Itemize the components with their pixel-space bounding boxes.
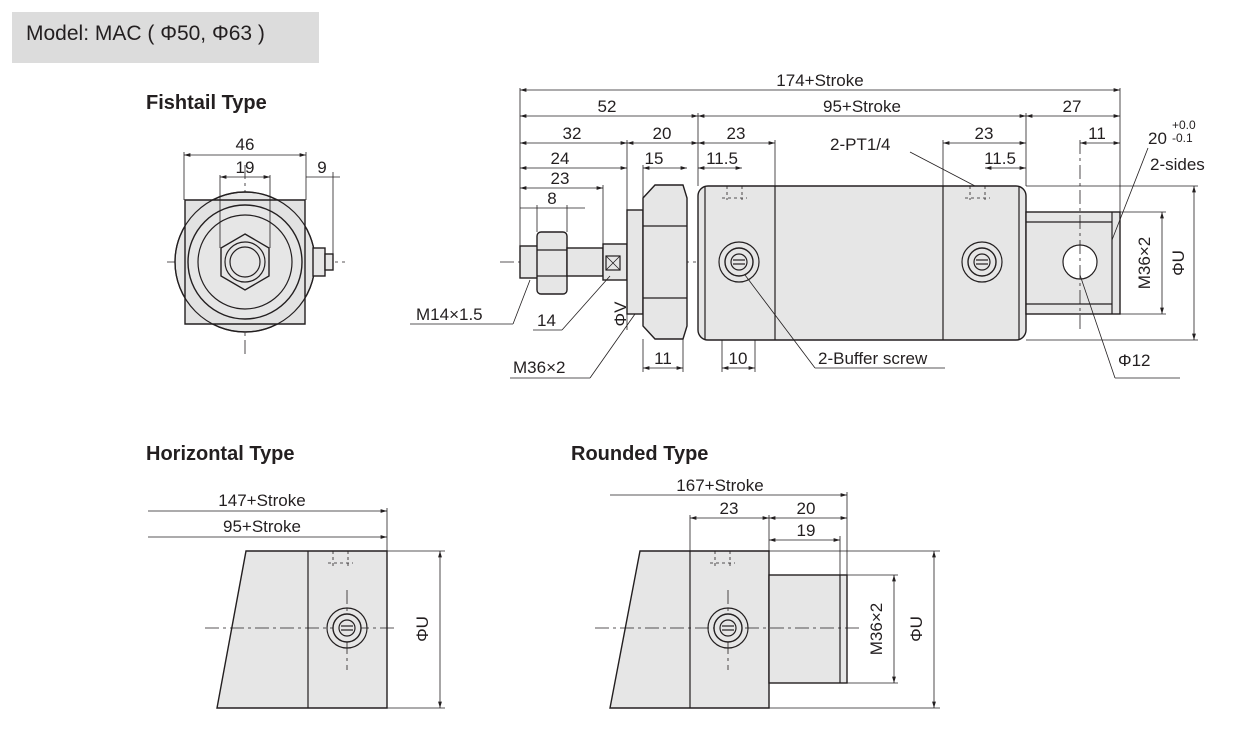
rounded-phi-u: ΦU bbox=[907, 616, 926, 642]
horizontal-dim-body: 95+Stroke bbox=[223, 517, 301, 536]
dim-24: 24 bbox=[551, 149, 570, 168]
rod-thread-label: M14×1.5 bbox=[416, 305, 483, 324]
dim-11-5-left: 11.5 bbox=[706, 149, 738, 168]
side-screw bbox=[312, 247, 326, 277]
front-hex-nut bbox=[642, 184, 688, 340]
phi-v-label: ΦV bbox=[611, 301, 630, 327]
tolerance-upper: +0.0 bbox=[1172, 118, 1196, 132]
buffer-screw-label: 2-Buffer screw bbox=[818, 349, 928, 368]
horizontal-type-title: Horizontal Type bbox=[146, 443, 295, 465]
dim-11-bottom: 11 bbox=[654, 349, 672, 368]
dim-15: 15 bbox=[645, 149, 664, 168]
buffer-screw-front bbox=[718, 241, 760, 283]
dim-11-top: 11 bbox=[1088, 124, 1106, 143]
buffer-screw-rear bbox=[961, 241, 1003, 283]
tolerance-base: 20 bbox=[1148, 129, 1167, 148]
dim-23-right: 23 bbox=[975, 124, 994, 143]
dim-23-rod: 23 bbox=[551, 169, 570, 188]
horizontal-phi-u: ΦU bbox=[413, 616, 432, 642]
rounded-dim-20: 20 bbox=[797, 499, 816, 518]
dim-20: 20 bbox=[653, 124, 672, 143]
dim-body-95: 95+Stroke bbox=[823, 97, 901, 116]
dim-8: 8 bbox=[547, 189, 556, 208]
rounded-dim-23: 23 bbox=[720, 499, 739, 518]
dim-23-left: 23 bbox=[727, 124, 746, 143]
front-collar bbox=[626, 209, 644, 315]
dim-27: 27 bbox=[1063, 97, 1082, 116]
mount-thread-label: M36×2 bbox=[513, 358, 565, 377]
dim-19: 19 bbox=[236, 158, 255, 177]
dim-overall-174: 174+Stroke bbox=[776, 71, 863, 90]
dim-46: 46 bbox=[236, 135, 255, 154]
fishtail-end-view: 46 19 9 bbox=[167, 135, 345, 355]
rounded-dim-19: 19 bbox=[797, 521, 816, 540]
model-label: Model: MAC ( Φ50, Φ63 ) bbox=[12, 12, 319, 63]
rounded-thread: M36×2 bbox=[867, 603, 886, 655]
pin-hole-label: Φ12 bbox=[1118, 351, 1150, 370]
port-label: 2-PT1/4 bbox=[830, 135, 890, 154]
hex-nut bbox=[220, 233, 270, 291]
dim-9: 9 bbox=[317, 158, 326, 177]
dim-14: 14 bbox=[537, 311, 556, 330]
dim-32: 32 bbox=[563, 124, 582, 143]
rounded-boss bbox=[768, 574, 848, 684]
rounded-type-title: Rounded Type bbox=[571, 443, 709, 465]
horizontal-view: 147+Stroke 95+Stroke ΦU bbox=[148, 491, 445, 709]
dim-10: 10 bbox=[729, 349, 748, 368]
dim-52: 52 bbox=[598, 97, 617, 116]
horizontal-dim-overall: 147+Stroke bbox=[218, 491, 305, 510]
two-sides-note: 2-sides bbox=[1150, 155, 1205, 174]
phi-u-label: ΦU bbox=[1169, 250, 1188, 276]
rounded-view: 167+Stroke 23 20 19 M36×2 ΦU bbox=[595, 476, 940, 709]
rounded-dim-overall: 167+Stroke bbox=[676, 476, 763, 495]
rear-thread-label: M36×2 bbox=[1135, 237, 1154, 289]
fishtail-side-view: 174+Stroke 52 95+Stroke 27 32 20 23 23 1… bbox=[410, 71, 1205, 379]
dim-11-5-right: 11.5 bbox=[984, 149, 1016, 168]
fishtail-type-title: Fishtail Type bbox=[146, 92, 267, 114]
tolerance-lower: -0.1 bbox=[1172, 131, 1193, 145]
rod-nut bbox=[536, 231, 568, 295]
